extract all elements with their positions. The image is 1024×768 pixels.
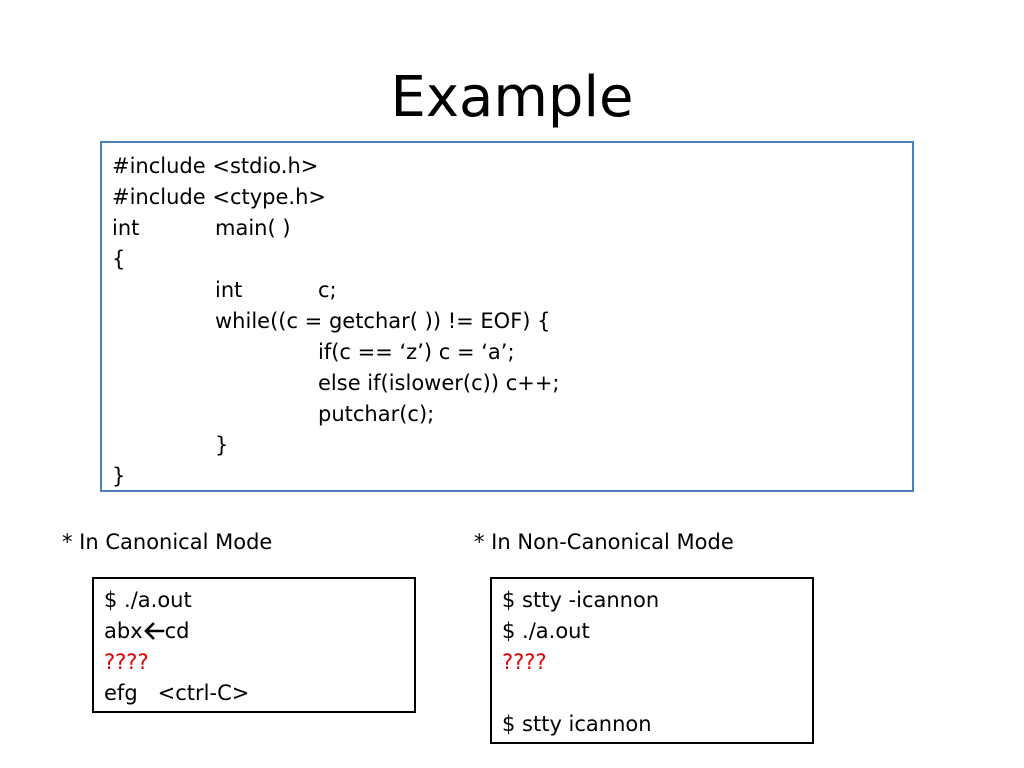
code-line-5: int c; [112,275,912,306]
code-text: c; [318,278,337,302]
code-keyword: int [112,216,140,240]
code-text: main( ) [215,216,291,240]
terminal-line: $ ./a.out [104,588,192,612]
terminal-line-unknown: ???? [502,650,547,674]
terminal-line-empty [502,678,812,709]
code-text: #include <stdio.h> [112,154,319,178]
noncanonical-terminal-box: $ stty -icannon $ ./a.out ???? $ stty ic… [490,577,814,744]
code-line-2: #include <ctype.h> [112,182,912,213]
terminal-line: efg <ctrl-C> [104,681,250,705]
code-text: { [112,247,126,271]
code-text: } [215,433,229,457]
terminal-line: $ stty icannon [502,712,652,736]
code-line-8: else if(islower(c)) c++; [112,368,912,399]
code-text: #include <ctype.h> [112,185,326,209]
code-line-4: { [112,244,912,275]
noncanonical-mode-label: * In Non-Canonical Mode [474,530,734,554]
code-line-10: } [112,430,912,461]
code-line-7: if(c == ‘z’) c = ‘a’; [112,337,912,368]
code-box: #include <stdio.h> #include <ctype.h> in… [100,141,914,492]
terminal-line: $ ./a.out [502,619,590,643]
code-text: if(c == ‘z’) c = ‘a’; [318,340,515,364]
code-line-3: int main( ) [112,213,912,244]
terminal-line-unknown: ???? [104,650,149,674]
code-keyword: int [215,278,243,302]
terminal-text: abx [104,619,143,643]
code-text: } [112,464,126,488]
slide-title: Example [390,65,634,130]
code-text: putchar(c); [318,402,435,426]
code-line-6: while((c = getchar( )) != EOF) { [112,306,912,337]
code-line-11: } [112,461,912,492]
code-text: else if(islower(c)) c++; [318,371,560,395]
canonical-mode-label: * In Canonical Mode [62,530,273,554]
terminal-text: cd [164,619,190,643]
code-text: while((c = getchar( )) != EOF) { [215,309,551,333]
left-arrow-icon [143,622,164,640]
code-line-9: putchar(c); [112,399,912,430]
terminal-line: $ stty -icannon [502,588,660,612]
code-line-1: #include <stdio.h> [112,151,912,182]
